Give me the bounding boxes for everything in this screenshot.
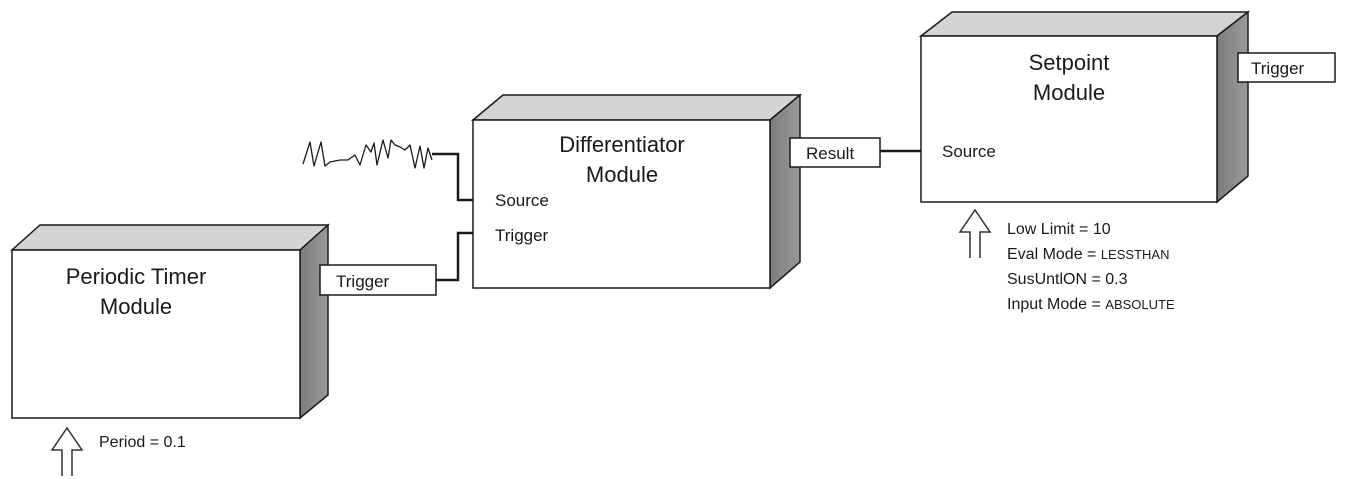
timer-module-title-line2: Module	[100, 294, 172, 319]
timer-module-side-face	[299, 223, 329, 420]
up-arrow-icon	[50, 426, 84, 476]
setpoint-param-eval-mode: Eval Mode = LESSTHAN	[1007, 246, 1169, 263]
timer-trigger-port[interactable]: Trigger	[319, 264, 437, 296]
setpoint-trigger-port-label: Trigger	[1251, 59, 1305, 78]
differentiator-module: Differentiator Module Source Trigger	[470, 93, 803, 290]
setpoint-trigger-port[interactable]: Trigger	[1237, 52, 1336, 83]
setpoint-module: Setpoint Module Source	[918, 10, 1251, 204]
timer-module: Periodic Timer Module	[10, 223, 330, 420]
setpoint-params: Low Limit = 10 Eval Mode = LESSTHAN SusU…	[958, 208, 1175, 313]
setpoint-module-front-face	[920, 35, 1218, 203]
differentiator-module-top-face	[470, 94, 803, 121]
setpoint-module-title-line1: Setpoint	[1029, 50, 1110, 75]
timer-params: Period = 0.1	[50, 426, 186, 476]
differentiator-result-port-label: Result	[806, 144, 854, 163]
setpoint-param-low-limit: Low Limit = 10	[1007, 221, 1111, 238]
waveform-signal-icon	[302, 139, 433, 169]
setpoint-module-title-line2: Module	[1033, 80, 1105, 105]
differentiator-module-title-line1: Differentiator	[559, 132, 685, 157]
timer-module-front-face	[11, 249, 301, 419]
connector-timer-to-differentiator-trigger	[436, 231, 473, 282]
timer-module-top-face	[10, 224, 330, 251]
connector-signal-to-differentiator-source	[432, 152, 473, 202]
setpoint-module-top-face	[918, 11, 1251, 37]
up-arrow-icon	[958, 208, 992, 258]
timer-trigger-port-label: Trigger	[336, 272, 390, 291]
setpoint-param-susuntlon: SusUntlON = 0.3	[1007, 271, 1128, 288]
differentiator-module-front-face	[472, 119, 771, 289]
differentiator-source-port[interactable]: Source	[495, 191, 549, 210]
setpoint-param-input-mode: Input Mode = ABSOLUTE	[1007, 296, 1175, 313]
timer-param-period: Period = 0.1	[99, 434, 186, 451]
differentiator-module-title-line2: Module	[586, 162, 658, 187]
differentiator-result-port[interactable]: Result	[789, 137, 881, 168]
differentiator-trigger-port[interactable]: Trigger	[495, 226, 549, 245]
timer-module-title-line1: Periodic Timer	[66, 264, 207, 289]
setpoint-module-side-face	[1216, 10, 1249, 204]
differentiator-module-side-face	[769, 93, 801, 290]
setpoint-source-port[interactable]: Source	[942, 142, 996, 161]
